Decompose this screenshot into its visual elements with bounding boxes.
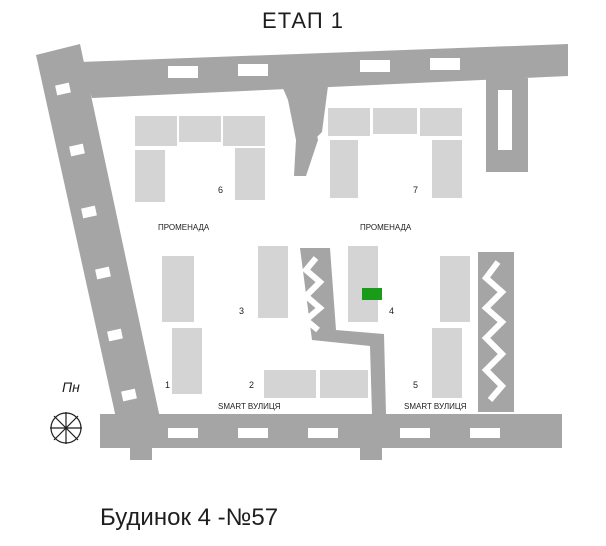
promenade-label-left: ПРОМЕНАДА bbox=[158, 223, 210, 232]
parking-mark bbox=[430, 58, 460, 70]
buildings bbox=[135, 108, 470, 398]
building-5-a bbox=[440, 256, 470, 322]
street-label-left: SMART ВУЛИЦЯ bbox=[218, 402, 281, 411]
parking-mark bbox=[168, 66, 198, 78]
building-7-c bbox=[420, 108, 462, 136]
building-7-e bbox=[432, 140, 462, 198]
building-7-b bbox=[373, 108, 417, 134]
building-1-a bbox=[162, 256, 194, 322]
parking-mark bbox=[308, 428, 338, 438]
building-5-b bbox=[432, 328, 462, 398]
zigzag-paths bbox=[301, 256, 507, 402]
building-number-1: 1 bbox=[165, 380, 170, 390]
parking-mark bbox=[238, 428, 268, 438]
parking-mark bbox=[400, 428, 430, 438]
driveway-north bbox=[282, 86, 318, 176]
building-7-d bbox=[330, 140, 358, 198]
building-1-b bbox=[172, 328, 202, 394]
street-label-right: SMART ВУЛИЦЯ bbox=[404, 402, 467, 411]
parking-mark bbox=[168, 428, 198, 438]
building-6-d bbox=[135, 150, 165, 202]
zigzag-west bbox=[301, 256, 325, 333]
highlighted-unit[interactable] bbox=[362, 288, 382, 300]
compass-icon bbox=[50, 412, 82, 444]
parking-mark bbox=[95, 266, 111, 280]
parking-mark bbox=[107, 328, 123, 342]
building-3 bbox=[258, 246, 288, 318]
building-2-b bbox=[320, 370, 368, 398]
parking-mark bbox=[238, 64, 268, 76]
building-6-a bbox=[135, 116, 177, 146]
building-number-2: 2 bbox=[249, 380, 254, 390]
map-labels: ПРОМЕНАДА ПРОМЕНАДА SMART ВУЛИЦЯ SMART В… bbox=[158, 185, 467, 411]
parking-markings bbox=[55, 58, 512, 438]
road-north bbox=[80, 44, 568, 98]
building-number-6: 6 bbox=[218, 185, 223, 195]
building-number-4: 4 bbox=[389, 306, 394, 316]
driveway-north-b bbox=[306, 86, 328, 140]
road-network bbox=[36, 44, 568, 460]
building-7-a bbox=[328, 108, 370, 136]
parking-mark bbox=[470, 428, 500, 438]
building-number-7: 7 bbox=[413, 185, 418, 195]
road-south-bump-1 bbox=[130, 446, 152, 460]
parking-mark bbox=[121, 388, 137, 402]
parking-mark bbox=[81, 205, 97, 219]
promenade-label-right: ПРОМЕНАДА bbox=[360, 223, 412, 232]
zigzag-east bbox=[481, 260, 507, 402]
road-west bbox=[36, 44, 160, 418]
parking-mark bbox=[69, 143, 85, 157]
building-number-3: 3 bbox=[239, 306, 244, 316]
parking-mark bbox=[55, 82, 71, 96]
parking-mark bbox=[360, 60, 390, 72]
parking-mark bbox=[498, 90, 512, 150]
building-4 bbox=[348, 246, 378, 322]
road-south-bump-2 bbox=[360, 446, 382, 460]
building-6-b bbox=[179, 116, 221, 142]
stage-title: ЕТАП 1 bbox=[262, 8, 344, 33]
building-2-a bbox=[264, 370, 316, 398]
building-6-c bbox=[223, 116, 265, 146]
building-6-e bbox=[235, 148, 265, 200]
compass-north-label: Пн bbox=[62, 379, 80, 395]
building-caption: Будинок 4 -№57 bbox=[100, 504, 279, 531]
driveway-loop-west bbox=[300, 248, 386, 414]
building-number-5: 5 bbox=[413, 380, 418, 390]
